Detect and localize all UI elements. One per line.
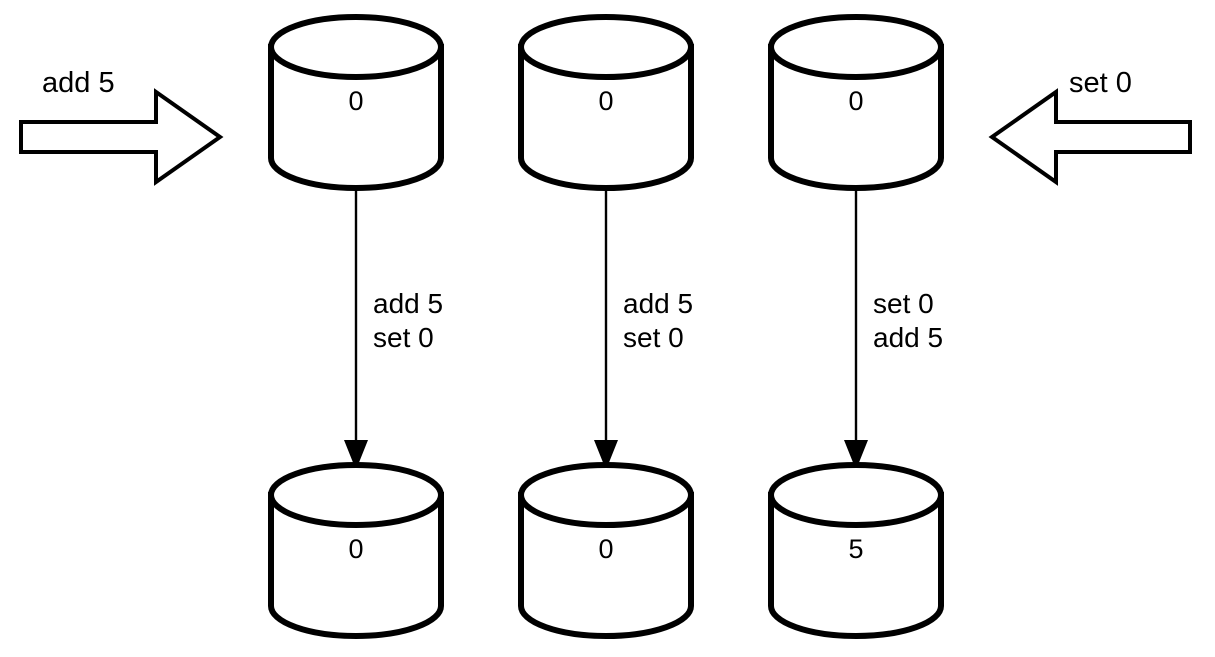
left-input-arrow-group: add 5 bbox=[19, 67, 224, 186]
replica-3-top-value: 0 bbox=[848, 86, 863, 116]
replica-1-group: 0 add 5 set 0 0 bbox=[268, 14, 444, 639]
cylinder-top-ellipse bbox=[268, 14, 444, 80]
cylinder-top-ellipse bbox=[518, 462, 694, 528]
replica-3-arrow-head-icon bbox=[844, 440, 868, 470]
replica-3-connector bbox=[844, 188, 868, 470]
replica-3-group: 0 set 0 add 5 5 bbox=[768, 14, 944, 639]
replica-3-top-cylinder: 0 bbox=[768, 14, 944, 191]
replica-1-top-value: 0 bbox=[348, 86, 363, 116]
replica-2-operation-2: set 0 bbox=[623, 322, 684, 353]
replica-2-group: 0 add 5 set 0 0 bbox=[518, 14, 694, 639]
cylinder-body bbox=[518, 44, 694, 191]
replica-2-connector bbox=[594, 188, 618, 470]
replica-1-bottom-cylinder: 0 bbox=[268, 462, 444, 639]
replica-2-operations: add 5 set 0 bbox=[623, 288, 693, 353]
replica-2-top-cylinder: 0 bbox=[518, 14, 694, 191]
replica-1-top-cylinder: 0 bbox=[268, 14, 444, 191]
replica-3-bottom-value: 5 bbox=[848, 534, 863, 564]
right-input-arrow-icon bbox=[988, 88, 1192, 186]
left-input-arrow-icon bbox=[19, 88, 224, 186]
replica-3-operation-1: set 0 bbox=[873, 288, 934, 319]
cylinder-top-ellipse bbox=[268, 462, 444, 528]
cylinder-body bbox=[268, 44, 444, 191]
right-input-label: set 0 bbox=[1069, 67, 1132, 99]
replica-3-bottom-cylinder: 5 bbox=[768, 462, 944, 639]
right-input-arrow-group: set 0 bbox=[988, 67, 1192, 186]
replica-1-operations: add 5 set 0 bbox=[373, 288, 443, 353]
cylinder-body bbox=[518, 492, 694, 639]
replica-1-bottom-value: 0 bbox=[348, 534, 363, 564]
cylinder-body bbox=[768, 44, 944, 191]
cylinder-top-ellipse bbox=[518, 14, 694, 80]
replica-1-connector bbox=[344, 188, 368, 470]
replica-2-top-value: 0 bbox=[598, 86, 613, 116]
replica-3-operation-2: add 5 bbox=[873, 322, 943, 353]
replica-3-operations: set 0 add 5 bbox=[873, 288, 943, 353]
replica-2-bottom-value: 0 bbox=[598, 534, 613, 564]
replica-2-arrow-head-icon bbox=[594, 440, 618, 470]
replica-2-bottom-cylinder: 0 bbox=[518, 462, 694, 639]
cylinder-top-ellipse bbox=[768, 14, 944, 80]
cylinder-top-ellipse bbox=[768, 462, 944, 528]
replica-2-operation-1: add 5 bbox=[623, 288, 693, 319]
left-input-label: add 5 bbox=[42, 67, 115, 99]
cylinder-body bbox=[768, 492, 944, 639]
replica-1-arrow-head-icon bbox=[344, 440, 368, 470]
cylinder-body bbox=[268, 492, 444, 639]
replica-1-operation-1: add 5 bbox=[373, 288, 443, 319]
replica-1-operation-2: set 0 bbox=[373, 322, 434, 353]
